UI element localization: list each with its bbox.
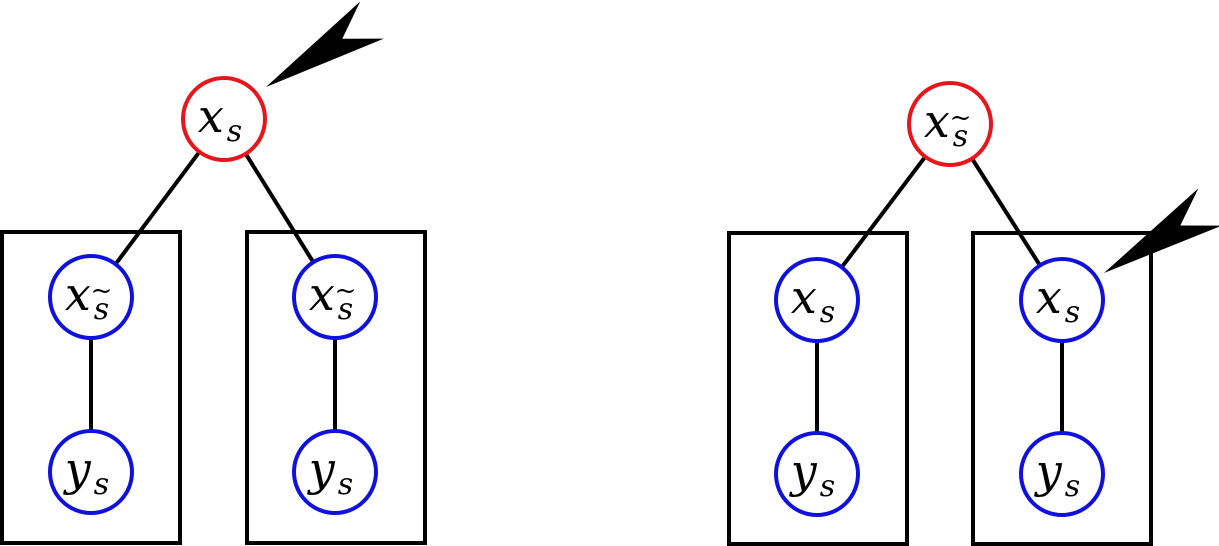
edge-root-to-plate-1 xyxy=(840,155,927,269)
root-tilde: ~ xyxy=(950,103,972,133)
edge-root-to-plate-2 xyxy=(970,157,1042,267)
plate-1-y-circle xyxy=(774,431,860,517)
plate-1 xyxy=(0,230,182,545)
pointer-arrow-icon xyxy=(1104,188,1219,273)
edge-root-to-plate-1 xyxy=(113,150,202,266)
plate-1-x-circle xyxy=(48,254,134,340)
root-circle xyxy=(181,76,267,162)
plate-1-x-circle xyxy=(774,257,860,343)
plate-1 xyxy=(727,231,909,546)
plate-2-x-tilde: ~ xyxy=(335,276,357,306)
plate-1-y-circle xyxy=(48,429,134,515)
plate-2-y-circle xyxy=(292,429,378,515)
pointer-arrow-icon xyxy=(266,1,384,88)
plate-2-y-circle xyxy=(1019,431,1105,517)
plate-2 xyxy=(245,230,427,545)
plate-1-x-tilde: ~ xyxy=(91,276,113,306)
edge-root-to-plate-2 xyxy=(243,152,316,264)
root-circle xyxy=(907,81,993,167)
plate-2-x-circle xyxy=(1019,257,1105,343)
plate-2-x-circle xyxy=(292,254,378,340)
plate-2 xyxy=(971,231,1153,546)
